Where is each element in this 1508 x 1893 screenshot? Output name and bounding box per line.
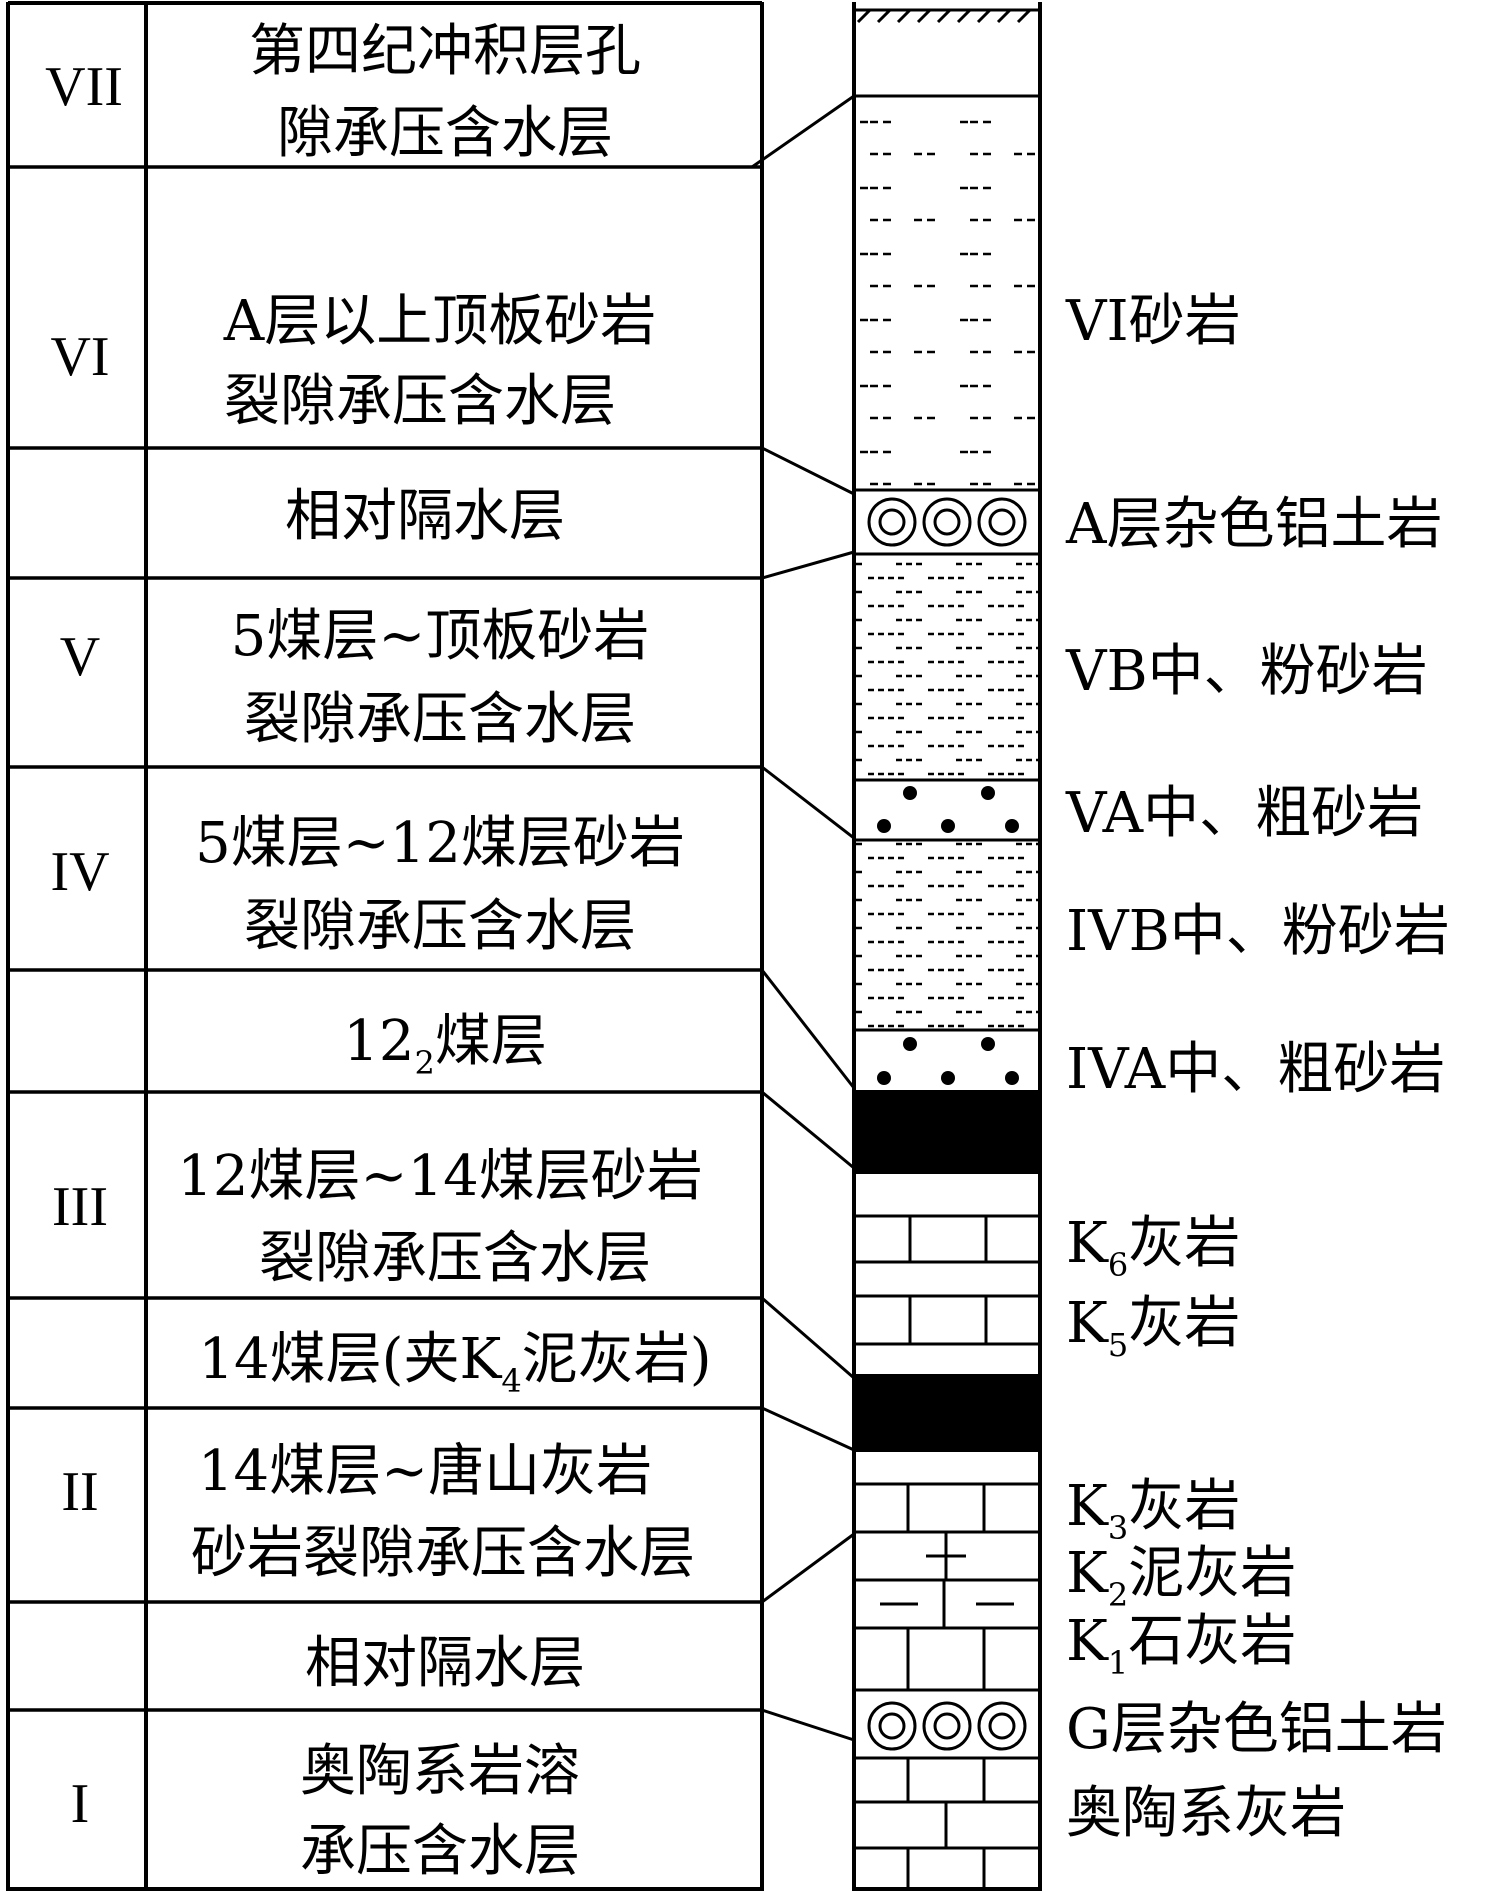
a-bauxite-layer — [867, 497, 1027, 547]
aquifer-vii-line2: 隙承压含水层 — [277, 101, 613, 166]
label-k3-limestone: K3灰岩 — [1066, 1474, 1240, 1547]
lithology-column — [854, 8, 1040, 1889]
vb-siltstone-layer — [856, 556, 1038, 780]
label-vb-siltstone: VB中、粉砂岩 — [1065, 639, 1428, 704]
aquifer-numeral-iii: III — [52, 1176, 108, 1238]
table-grid — [6, 1, 1042, 1891]
aquifer-vii-line1: 第四纪冲积层孔 — [249, 19, 641, 84]
label-va-coarse-sandstone: VA中、粗砂岩 — [1065, 781, 1423, 846]
vi-sandstone-layer — [856, 98, 1038, 490]
label-vi-sandstone: VI砂岩 — [1065, 289, 1241, 354]
aquifer-numerals: VII VI V IV III II I — [45, 56, 123, 1835]
surface-hatch — [854, 8, 1040, 24]
label-iva-coarse-sandstone: IVA中、粗砂岩 — [1066, 1037, 1445, 1102]
aquifer-numeral-i: I — [71, 1773, 90, 1835]
coal-seam-12 — [854, 1090, 1040, 1174]
aquifer-iv-line1: 5煤层~12煤层砂岩 — [195, 811, 685, 876]
aquifer-vi-line2: 裂隙承压含水层 — [224, 369, 616, 434]
label-k5-limestone: K5灰岩 — [1066, 1291, 1240, 1364]
coal-14-label: 14煤层(夹K4泥灰岩) — [198, 1327, 711, 1400]
aquifer-numeral-vii: VII — [45, 56, 123, 118]
label-g-bauxite: G层杂色铝土岩 — [1066, 1697, 1447, 1762]
aquifer-iv-line2: 裂隙承压含水层 — [244, 894, 636, 959]
aquifer-descriptions: 第四纪冲积层孔 隙承压含水层 A层以上顶板砂岩 裂隙承压含水层 相对隔水层 5煤… — [177, 19, 711, 1884]
aquifer-i-line2: 承压含水层 — [300, 1819, 580, 1884]
g-bauxite-layer — [867, 1701, 1027, 1751]
aquifer-iii-line1: 12煤层~14煤层砂岩 — [177, 1144, 702, 1209]
aquifer-v-line2: 裂隙承压含水层 — [244, 687, 636, 752]
ivb-siltstone-layer — [856, 842, 1038, 1030]
aquifer-row-boundaries — [8, 165, 762, 1712]
aquifer-v-line1: 5煤层~顶板砂岩 — [231, 604, 650, 669]
aquitard-upper-label: 相对隔水层 — [285, 484, 565, 549]
aquifer-iii-line2: 裂隙承压含水层 — [259, 1226, 651, 1291]
k5-limestone-layer — [854, 1294, 1040, 1346]
k6-limestone-layer — [854, 1214, 1040, 1264]
iva-coarse-sandstone-layer — [877, 1037, 1019, 1085]
aquifer-numeral-vi: VI — [50, 326, 109, 388]
aquifer-numeral-ii: II — [61, 1461, 98, 1523]
aquifer-i-line1: 奥陶系岩溶 — [300, 1739, 580, 1804]
label-ordovician-limestone: 奥陶系灰岩 — [1066, 1781, 1346, 1846]
label-k2-marl: K2泥灰岩 — [1066, 1541, 1296, 1614]
coal-12-2-label: 122煤层 — [343, 1009, 547, 1082]
aquifer-ii-line1: 14煤层~唐山灰岩 — [198, 1439, 652, 1504]
lithology-labels: VI砂岩 A层杂色铝土岩 VB中、粉砂岩 VA中、粗砂岩 IVB中、粉砂岩 IV… — [1065, 289, 1450, 1846]
connector-lines — [8, 94, 856, 1742]
ordovician-limestone-layer — [854, 1758, 1040, 1889]
label-k1-limestone: K1石灰岩 — [1066, 1609, 1296, 1682]
aquifer-numeral-iv: IV — [50, 841, 109, 903]
va-coarse-sandstone-layer — [877, 786, 1019, 833]
coal-seam-14 — [854, 1374, 1040, 1452]
label-k6-limestone: K6灰岩 — [1066, 1211, 1240, 1284]
aquifer-ii-line2: 砂岩裂隙承压含水层 — [191, 1521, 695, 1586]
k3-k2-k1-limestone-layers — [854, 1482, 1040, 1692]
label-a-bauxite: A层杂色铝土岩 — [1065, 492, 1442, 557]
aquifer-vi-line1: A层以上顶板砂岩 — [223, 289, 656, 354]
aquitard-lower-label: 相对隔水层 — [305, 1631, 585, 1696]
aquifer-numeral-v: V — [60, 626, 100, 688]
label-ivb-siltstone: IVB中、粉砂岩 — [1066, 899, 1450, 964]
